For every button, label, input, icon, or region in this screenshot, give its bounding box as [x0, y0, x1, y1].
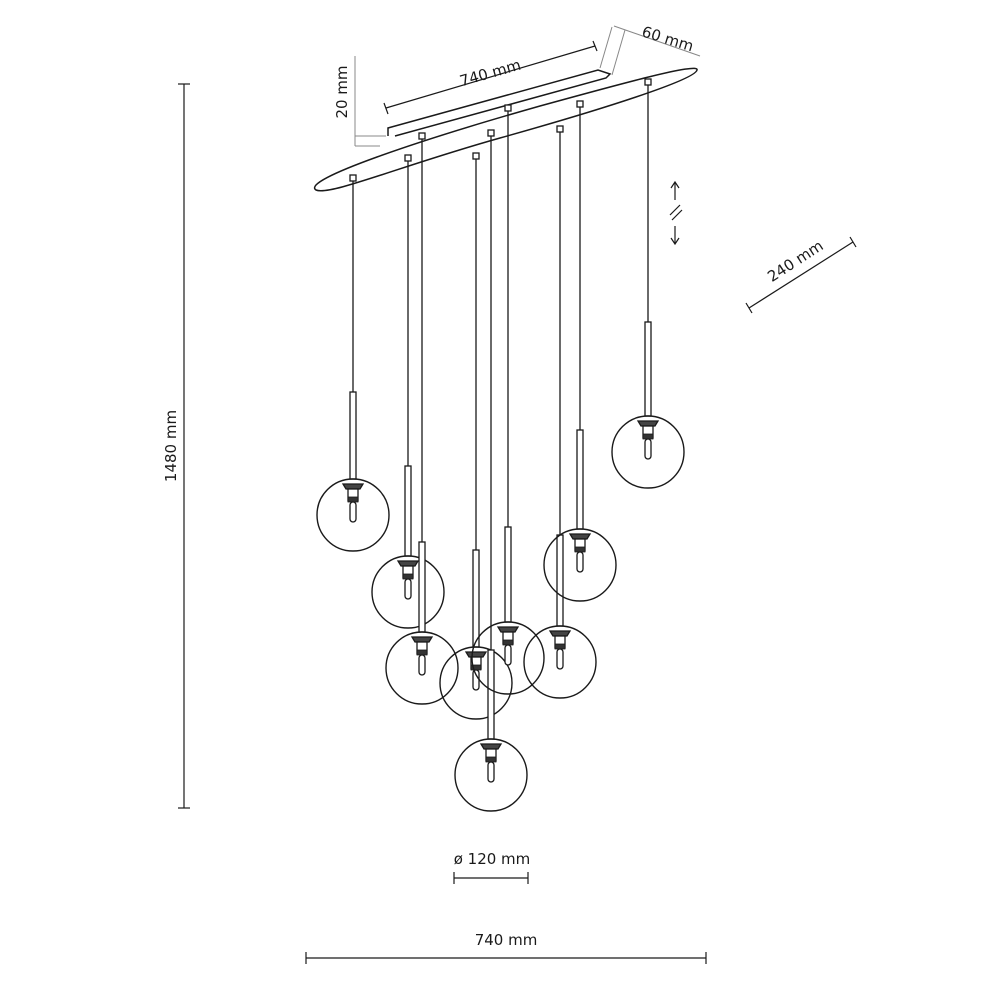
ceiling-hook: [418, 132, 426, 140]
tube: [504, 526, 512, 623]
tube: [349, 391, 357, 480]
bulb: [556, 648, 564, 670]
tube: [487, 649, 495, 740]
pendant: [371, 154, 445, 629]
bulb: [349, 501, 357, 523]
dim-lines-secondary: [354, 25, 701, 147]
glass-globe: [316, 478, 390, 552]
pendant: [543, 100, 617, 602]
tube: [418, 541, 426, 633]
socket-cap: [479, 743, 503, 750]
pendant: [471, 104, 545, 695]
glass-globe: [385, 631, 459, 705]
label-globe-diameter: ø 120 mm: [454, 850, 531, 868]
ceiling-hook: [404, 154, 412, 162]
bulb: [504, 644, 512, 666]
socket-cap: [341, 483, 365, 490]
tube: [556, 534, 564, 627]
glass-globe: [543, 528, 617, 602]
canopy-mount-plate: [387, 69, 612, 137]
pendant: [439, 152, 513, 720]
dim-line-canopy-length: [385, 45, 596, 109]
glass-globe: [471, 621, 545, 695]
tube: [644, 321, 652, 417]
tube: [472, 549, 480, 648]
ceiling-hook: [487, 129, 495, 137]
glass-globe: [523, 625, 597, 699]
tube: [576, 429, 584, 530]
socket-cap: [464, 651, 488, 658]
socket-cap: [548, 630, 572, 637]
glass-globe: [454, 738, 528, 812]
ceiling-hook: [576, 100, 584, 108]
ceiling-hook: [349, 174, 357, 182]
label-canopy-depth: 60 mm: [640, 23, 696, 56]
canopy: [313, 67, 698, 192]
socket-cap: [410, 636, 434, 643]
canopy-plate: [313, 67, 698, 192]
pendant: [523, 125, 597, 699]
label-canopy-length: 740 mm: [458, 56, 523, 91]
pendant: [316, 174, 390, 552]
bulb: [418, 654, 426, 676]
bulb: [644, 438, 652, 460]
socket-cap: [636, 420, 660, 427]
glass-globe: [611, 415, 685, 489]
label-total-height: 1480 mm: [162, 410, 180, 482]
adjustable-height-icon: [669, 180, 683, 246]
ceiling-hook: [472, 152, 480, 160]
label-canopy-height: 20 mm: [333, 65, 351, 118]
bulb: [404, 578, 412, 600]
ceiling-hook: [556, 125, 564, 133]
pendant: [385, 132, 459, 705]
bulb: [576, 551, 584, 573]
pendant: [454, 129, 528, 812]
glass-globe: [439, 646, 513, 720]
bulb: [487, 761, 495, 783]
socket-cap: [568, 533, 592, 540]
pendants: [316, 78, 685, 812]
dim-line-canopy-width: [748, 241, 854, 309]
socket-cap: [496, 626, 520, 633]
label-total-width: 740 mm: [475, 931, 538, 949]
glass-globe: [371, 555, 445, 629]
tube: [404, 465, 412, 557]
ceiling-hook: [504, 104, 512, 112]
ceiling-hook: [644, 78, 652, 86]
socket-cap: [396, 560, 420, 567]
pendant: [611, 78, 685, 489]
